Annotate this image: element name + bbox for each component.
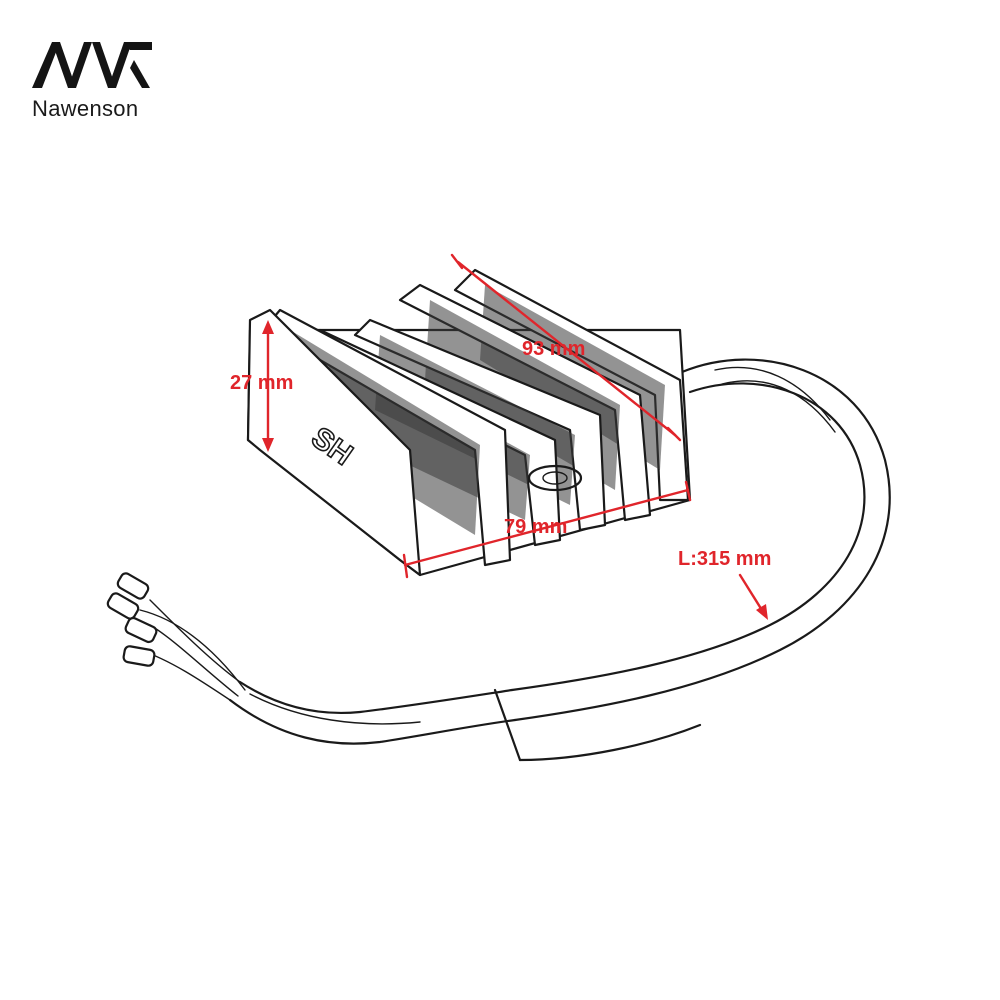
height-label: 27 mm [230, 372, 294, 394]
cable-length-pointer [738, 573, 768, 620]
cable-length-label: L:315 mm [678, 548, 772, 570]
brand-logo-icon: NW [32, 42, 152, 88]
height-dimension-line [262, 320, 274, 452]
width-label: 79 mm [504, 516, 568, 538]
depth-label: 93 mm [522, 338, 586, 360]
wire-harness [106, 358, 891, 762]
heat-sink-body: SH [246, 268, 692, 577]
brand-name: Nawenson [32, 96, 139, 121]
width-dimension-line [402, 480, 692, 579]
depth-dimension-line [450, 253, 682, 442]
